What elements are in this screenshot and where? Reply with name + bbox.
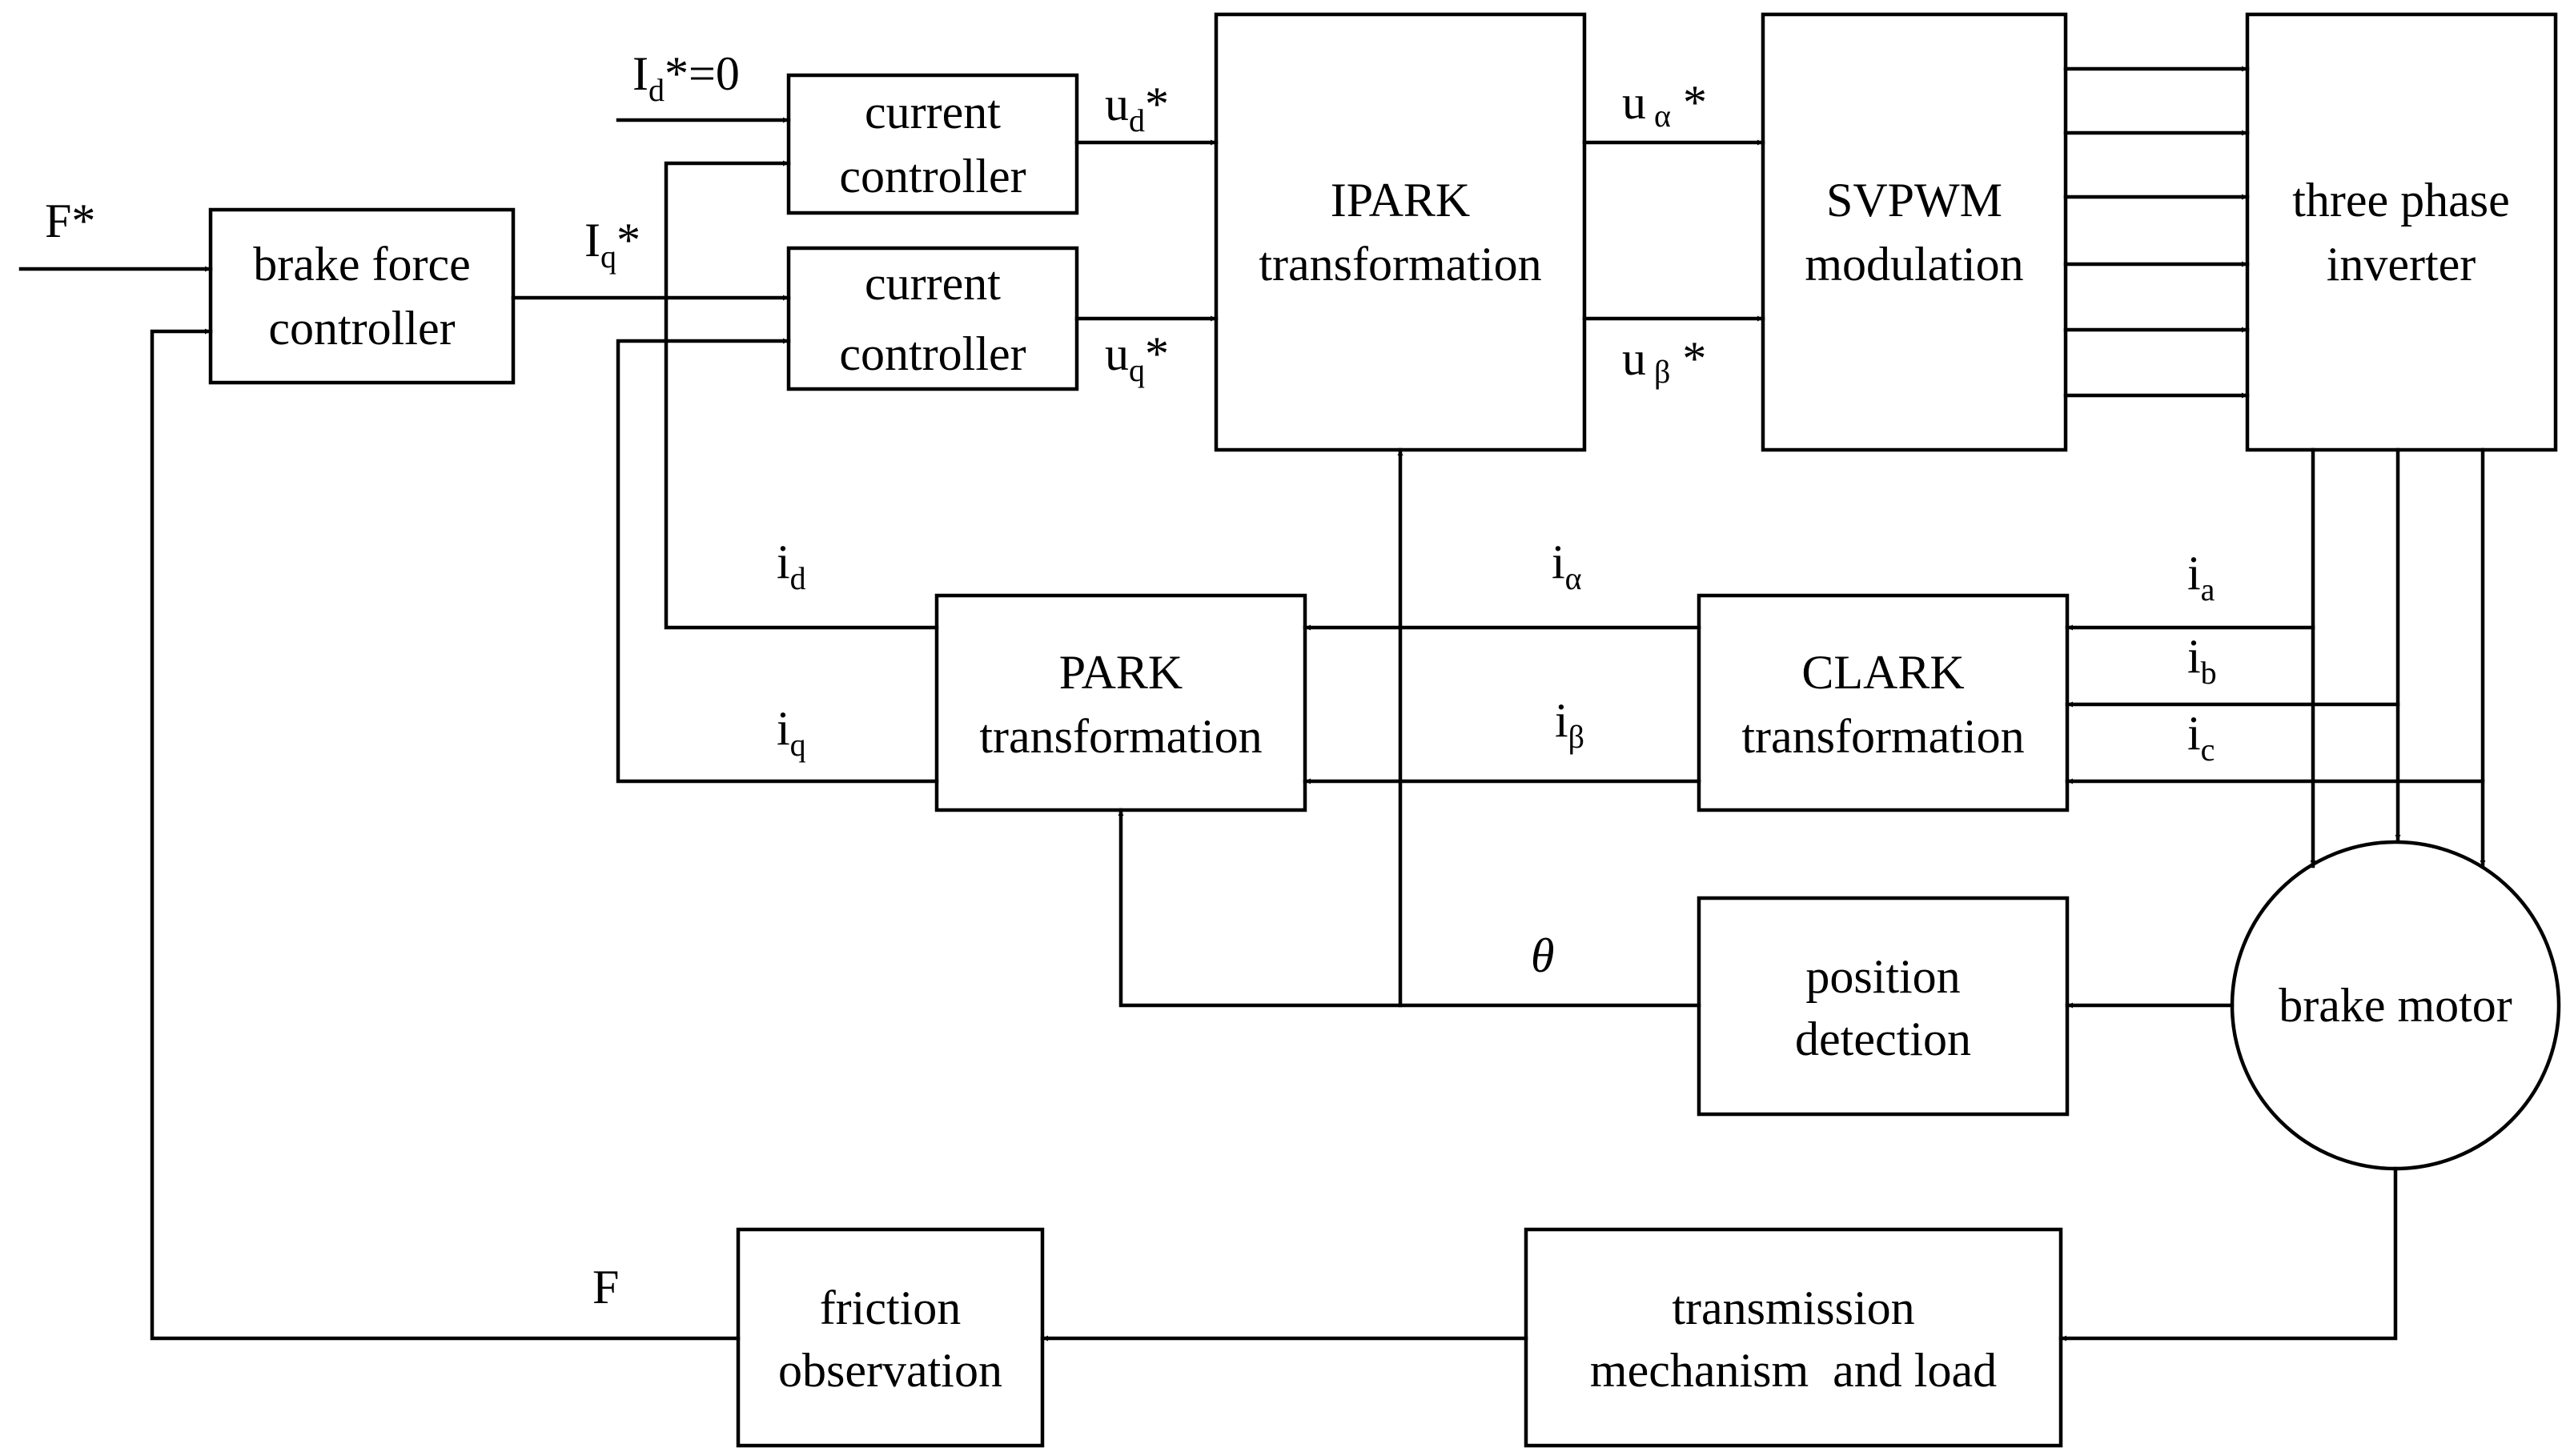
current-controller-d-line2: controller <box>839 150 1026 203</box>
label-ialpha: iα <box>1552 535 1582 596</box>
current-controller-q-block: current controller <box>786 246 1079 391</box>
wire-theta-park <box>1118 808 1701 1008</box>
transmission-mechanism-block: transmission mechanism and load <box>1524 1227 2063 1448</box>
label-fref: F* <box>45 195 95 247</box>
label-f: F <box>592 1261 619 1314</box>
svg-text:modulation: modulation <box>1805 238 2023 291</box>
clark-line1: CLARK <box>1801 646 1964 699</box>
current-controller-q-line1: current <box>865 257 1001 310</box>
wire-f-feedback <box>150 328 741 1341</box>
svg-text:current: current <box>865 257 1001 310</box>
park-line2: transformation <box>979 710 1262 763</box>
clark-transformation-block: CLARK transformation <box>1697 593 2070 812</box>
inverter-line2: inverter <box>2327 238 2476 291</box>
svg-text:friction: friction <box>820 1282 962 1334</box>
position-detection-line1: position <box>1805 950 1960 1003</box>
label-ibeta: iβ <box>1555 694 1584 755</box>
label-ic: ic <box>2187 707 2215 768</box>
label-uq: uq* <box>1105 327 1169 388</box>
svg-text:controller: controller <box>839 150 1026 203</box>
park-transformation-block: PARK transformation <box>934 593 1307 812</box>
friction-observation-block: friction observation <box>736 1227 1045 1448</box>
inverter-line1: three phase <box>2292 174 2510 227</box>
ipark-line1: IPARK <box>1331 174 1471 227</box>
label-ubeta: u β * <box>1622 332 1706 390</box>
transmission-line2: mechanism and load <box>1590 1344 1997 1397</box>
label-iqref: Iq* <box>584 214 640 275</box>
svg-text:brake motor: brake motor <box>2279 979 2512 1032</box>
svpwm-line2: modulation <box>1805 238 2023 291</box>
current-controller-d-line1: current <box>865 86 1001 138</box>
friction-line1: friction <box>820 1282 962 1334</box>
svg-text:transmission: transmission <box>1672 1282 1914 1334</box>
brake-force-controller-line1: brake force <box>253 238 470 291</box>
svg-text:current: current <box>865 86 1001 138</box>
svg-text:detection: detection <box>1795 1013 1971 1065</box>
wire-motor-transmission <box>2058 1166 2398 1342</box>
clark-line2: transformation <box>1741 710 2024 763</box>
svpwm-modulation-block: SVPWM modulation <box>1761 12 2068 452</box>
svg-text:IPARK: IPARK <box>1331 174 1471 227</box>
svg-text:three phase: three phase <box>2292 174 2510 227</box>
label-iq: iq <box>777 702 806 763</box>
svg-text:controller: controller <box>839 327 1026 380</box>
transmission-line1: transmission <box>1672 1282 1914 1334</box>
brake-motor-label: brake motor <box>2279 979 2512 1032</box>
ipark-line2: transformation <box>1259 238 1541 291</box>
label-idref: Id*=0 <box>632 47 740 108</box>
svg-text:PARK: PARK <box>1059 646 1183 699</box>
current-controller-d-block: current controller <box>786 73 1079 215</box>
svg-text:controller: controller <box>268 302 455 355</box>
position-detection-line2: detection <box>1795 1013 1971 1065</box>
svg-text:position: position <box>1805 950 1960 1003</box>
svg-text:transformation: transformation <box>1259 238 1541 291</box>
three-phase-inverter-block: three phase inverter <box>2245 12 2558 452</box>
svg-text:transformation: transformation <box>979 710 1262 763</box>
svg-text:mechanism and load: mechanism and load <box>1590 1344 1997 1397</box>
label-ib: ib <box>2187 630 2217 691</box>
friction-line2: observation <box>778 1344 1002 1397</box>
label-ualpha: u α * <box>1622 76 1707 134</box>
svpwm-line1: SVPWM <box>1826 174 2002 227</box>
brake-force-controller-line2: controller <box>268 302 455 355</box>
svg-text:SVPWM: SVPWM <box>1826 174 2002 227</box>
wire-iq-feedback <box>616 338 939 784</box>
brake-motor-block: brake motor <box>2230 840 2561 1171</box>
svg-text:transformation: transformation <box>1741 710 2024 763</box>
signal-labels: F* Id*=0 Iq* ud* uq* u α * u β * id iq i… <box>45 47 2217 1314</box>
ipark-transformation-block: IPARK transformation <box>1214 12 1587 452</box>
label-ud: ud* <box>1105 78 1169 138</box>
label-theta: θ <box>1531 929 1554 982</box>
svg-text:CLARK: CLARK <box>1801 646 1964 699</box>
label-id: id <box>777 535 806 596</box>
signal-wires <box>18 66 2486 1342</box>
current-controller-q-line2: controller <box>839 327 1026 380</box>
svg-text:inverter: inverter <box>2327 238 2476 291</box>
label-ia: ia <box>2187 547 2215 608</box>
position-detection-block: position detection <box>1697 896 2070 1117</box>
svg-text:observation: observation <box>778 1344 1002 1397</box>
park-line1: PARK <box>1059 646 1183 699</box>
wire-id-feedback <box>664 160 939 630</box>
svg-text:brake force: brake force <box>253 238 470 291</box>
brake-force-controller-block: brake force controller <box>208 207 516 385</box>
